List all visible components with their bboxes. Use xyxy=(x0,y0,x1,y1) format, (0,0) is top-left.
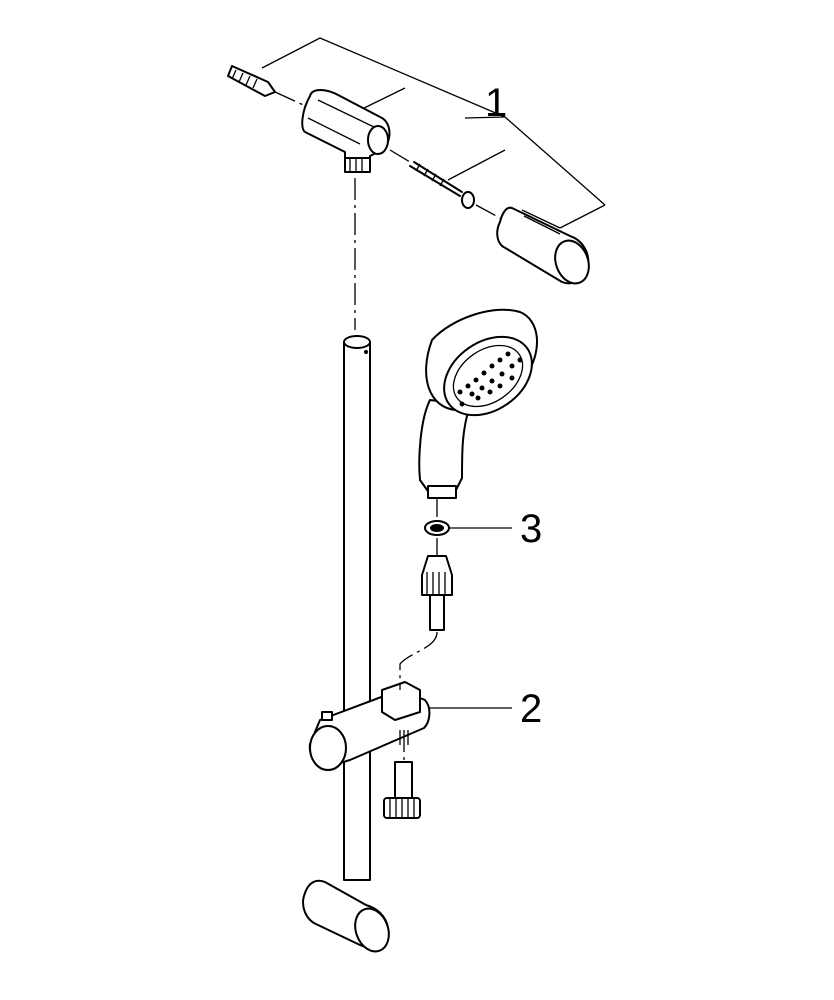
hand-shower xyxy=(418,308,539,499)
callout-1-label: 1 xyxy=(485,81,507,125)
hose-conical-nut xyxy=(421,555,453,631)
rail-slider xyxy=(308,681,431,771)
bracket-callout-frame xyxy=(261,37,606,229)
callout-3-label: 3 xyxy=(520,507,542,551)
hose-path-line xyxy=(399,631,438,690)
callout-2-label: 2 xyxy=(520,687,542,731)
bracket-cover-cap xyxy=(496,206,590,285)
plug-axis-line xyxy=(274,91,311,109)
lower-hose-nut xyxy=(383,761,421,819)
shower-rail xyxy=(343,335,371,881)
wall-screw xyxy=(409,161,475,209)
wall-plug xyxy=(227,65,276,97)
washer xyxy=(424,520,450,536)
screw-axis-line-b xyxy=(475,204,501,219)
screw-axis-line-a xyxy=(389,149,411,163)
rail-bottom-bracket xyxy=(302,879,390,953)
wall-bracket xyxy=(301,89,391,173)
